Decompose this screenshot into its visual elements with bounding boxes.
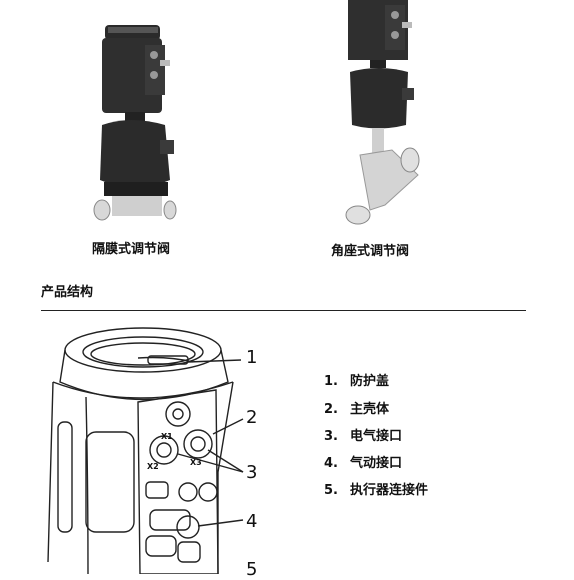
part-label: 防护盖 [350, 374, 390, 389]
callout-3: 3 [246, 462, 258, 483]
section-title: 产品结构 [41, 285, 94, 300]
callout-1: 1 [246, 347, 258, 368]
callout-5: 5 [246, 559, 258, 580]
port-label-x1: X1 [161, 432, 173, 441]
part-label: 电气接口 [350, 429, 403, 444]
part-label: 气动接口 [350, 456, 403, 471]
part-number: 5. [324, 483, 338, 498]
diaphragm-valve-image [93, 25, 177, 221]
part-label: 执行器连接件 [350, 483, 429, 498]
angle-seat-valve-caption: 角座式调节阀 [331, 244, 410, 259]
part-number: 3. [324, 429, 338, 444]
port-label-x2: X2 [147, 462, 159, 471]
part-item-5: 5. 执行器连接件 [324, 479, 428, 498]
structure-drawing [47, 327, 244, 574]
part-number: 2. [324, 402, 338, 417]
port-label-x3: X3 [190, 458, 202, 467]
angle-seat-valve-image [345, 0, 420, 225]
part-item-4: 4. 气动接口 [324, 452, 402, 471]
callout-2: 2 [246, 407, 258, 428]
section-divider [41, 310, 526, 311]
part-label: 主壳体 [350, 402, 390, 417]
part-item-3: 3. 电气接口 [324, 425, 402, 444]
part-number: 4. [324, 456, 338, 471]
part-item-1: 1. 防护盖 [324, 370, 389, 389]
callout-4: 4 [246, 511, 258, 532]
part-number: 1. [324, 374, 338, 389]
diaphragm-valve-caption: 隔膜式调节阀 [92, 242, 171, 257]
part-item-2: 2. 主壳体 [324, 398, 389, 417]
